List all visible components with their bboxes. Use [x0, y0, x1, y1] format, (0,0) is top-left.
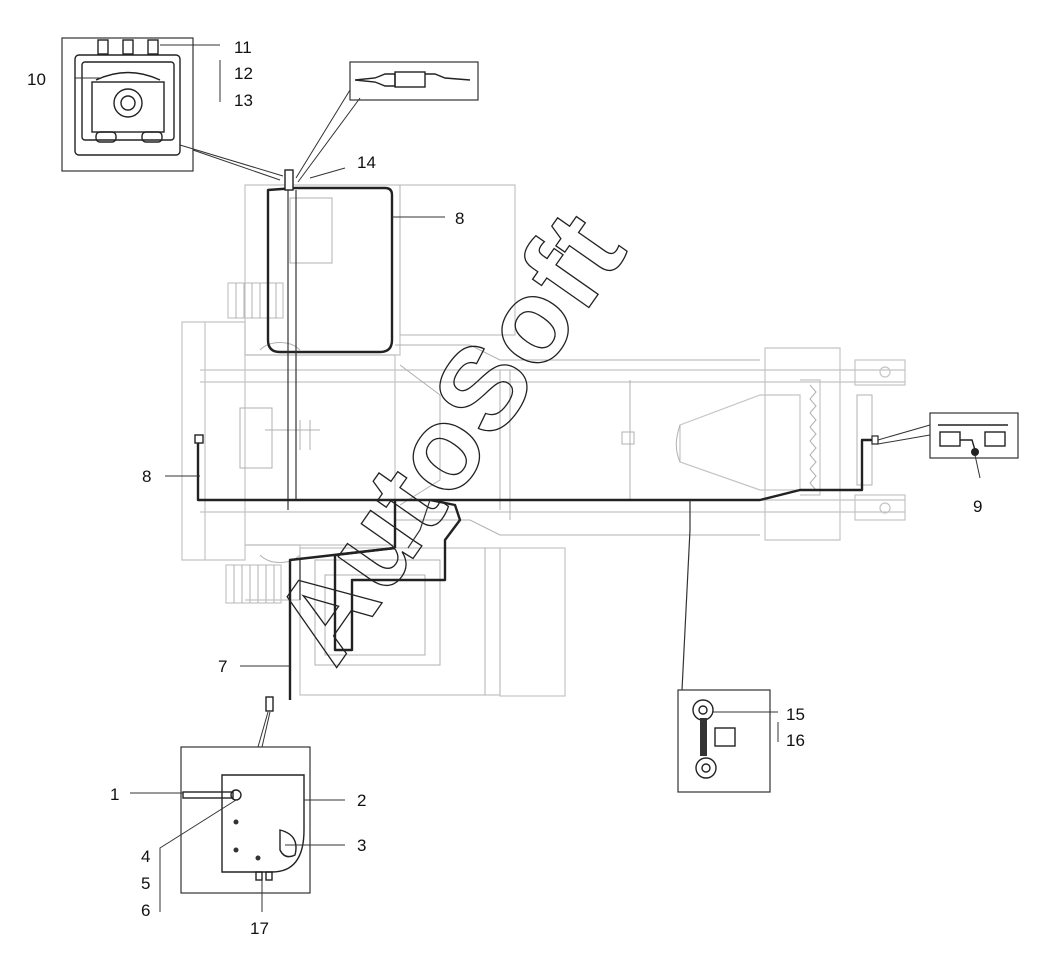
- callout-14: 14: [357, 153, 376, 172]
- callout-7: 7: [218, 657, 227, 676]
- main-leaders: [165, 216, 445, 667]
- callout-10: 10: [27, 70, 46, 89]
- chassis-outline: [181, 184, 906, 697]
- callout-15: 15: [786, 705, 805, 724]
- callout-labels: 1 2 3 4 5 6 7 8 8 9 10 11 12 13 14 15 16…: [27, 38, 982, 938]
- detail-view-battery-top: [61, 37, 284, 181]
- callout-8-left: 8: [142, 467, 151, 486]
- callout-12: 12: [234, 64, 253, 83]
- callout-17: 17: [250, 919, 269, 938]
- callout-4: 4: [141, 847, 150, 866]
- callout-6: 6: [141, 901, 150, 920]
- detail-view-rear-connector: [877, 412, 1019, 479]
- callout-5: 5: [141, 874, 150, 893]
- callout-8-upper: 8: [455, 209, 464, 228]
- callout-13: 13: [234, 91, 253, 110]
- wiring-harness: [194, 169, 879, 712]
- callout-16: 16: [786, 731, 805, 750]
- detail-view-connector: [295, 61, 479, 183]
- callout-1: 1: [110, 785, 119, 804]
- callout-11: 11: [234, 38, 252, 57]
- callout-3: 3: [357, 836, 366, 855]
- detail-view-battery-box: [130, 711, 345, 912]
- callout-2: 2: [357, 791, 366, 810]
- detail-view-ground-strap: [677, 689, 779, 793]
- callout-9: 9: [973, 497, 982, 516]
